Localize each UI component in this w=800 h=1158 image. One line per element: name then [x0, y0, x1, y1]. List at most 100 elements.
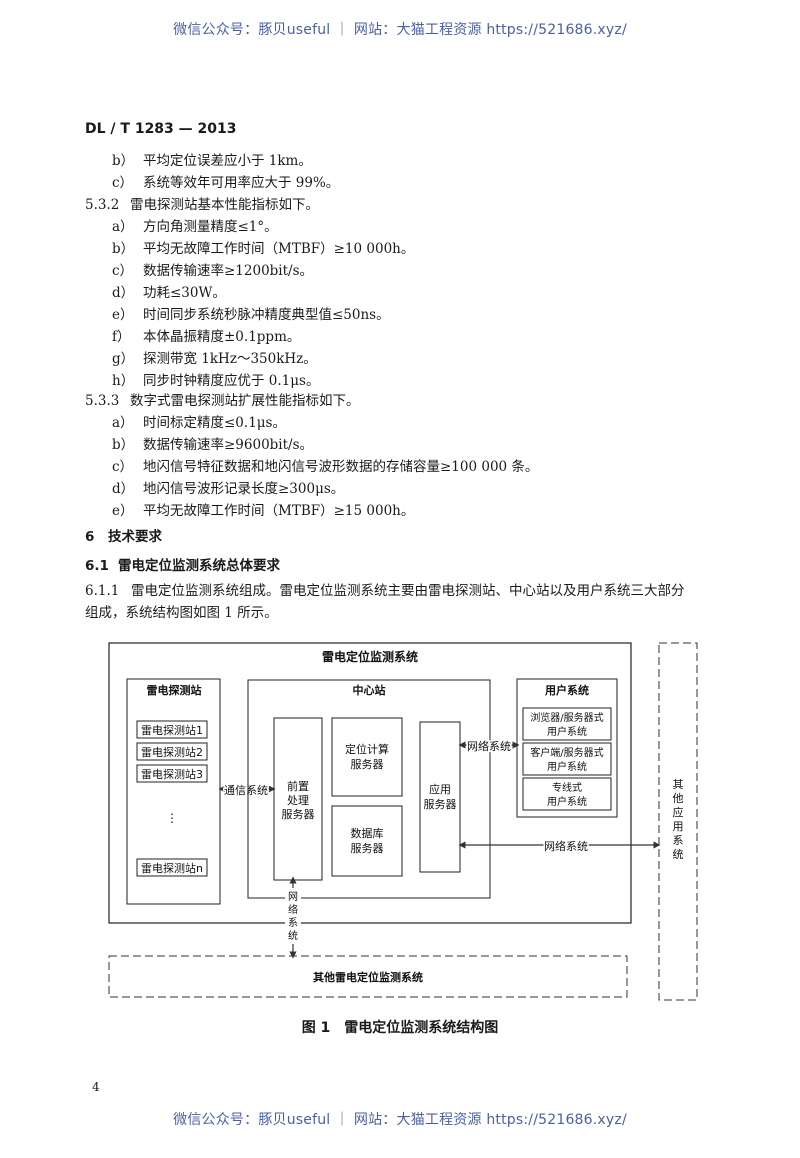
- clause-text: 雷电定位监测系统组成。雷电定位监测系统主要由雷电探测站、中心站以及用户系统三大部…: [131, 583, 685, 599]
- figure-caption: 图 1 雷电定位监测系统结构图: [301, 1020, 499, 1036]
- other-apps-1: 其: [673, 778, 684, 791]
- preproc-server-box: [273, 717, 323, 881]
- user-box-cs: [522, 742, 612, 776]
- list-item: 系统等效年可用率应大于 99%。: [143, 175, 340, 191]
- app-line-1: 应用: [429, 782, 451, 796]
- center-station-title: 中心站: [353, 683, 386, 697]
- list-marker: b）: [112, 241, 135, 257]
- station-ellipsis: ⋮: [166, 811, 178, 825]
- user-system-box: [516, 678, 618, 818]
- station-label-1: 雷电探测站1: [141, 723, 203, 737]
- station-box-1: [136, 720, 208, 739]
- section-title: 雷电定位监测系统总体要求: [118, 558, 280, 574]
- watermark-bottom: 微信公众号：豚贝useful ｜ 网站：大猫工程资源 https://52168…: [173, 1112, 627, 1128]
- locate-line-1: 定位计算: [345, 742, 389, 756]
- other-lightning-box: [108, 955, 628, 998]
- detect-group-title: 雷电探测站: [147, 683, 202, 697]
- user-box-line: [522, 777, 612, 811]
- preproc-line-2: 处理: [287, 794, 309, 807]
- list-item: 时间标定精度≤0.1μs。: [143, 415, 286, 431]
- list-marker: c）: [112, 459, 134, 475]
- list-item: 时间同步系统秒脉冲精度典型值≤50ns。: [143, 307, 390, 323]
- preproc-line-3: 服务器: [282, 808, 315, 821]
- watermark-top: 微信公众号：豚贝useful ｜ 网站：大猫工程资源 https://52168…: [173, 22, 627, 38]
- list-marker: h）: [112, 373, 135, 389]
- clause-number: 6.1.1: [85, 583, 120, 599]
- locate-server-box: [331, 717, 403, 797]
- other-apps-4: 用: [673, 820, 684, 833]
- list-marker: d）: [112, 481, 135, 497]
- user-line-line-2: 用户系统: [547, 795, 587, 808]
- list-marker: e）: [112, 307, 134, 323]
- preproc-line-1: 前置: [287, 779, 309, 793]
- network-vertical-2: 络: [288, 903, 298, 916]
- list-item: 功耗≤30W。: [143, 285, 226, 301]
- clause-number: 5.3.2: [85, 197, 120, 213]
- list-item: 地闪信号波形记录长度≥300μs。: [143, 481, 345, 497]
- station-label-3: 雷电探测站3: [141, 767, 203, 781]
- list-marker: f）: [112, 329, 131, 345]
- user-system-title: 用户系统: [545, 683, 589, 697]
- standard-number: DL / T 1283 — 2013: [85, 121, 237, 137]
- list-marker: g）: [112, 351, 135, 367]
- outer-system-box: [108, 642, 632, 924]
- clause-text: 雷电探测站基本性能指标如下。: [130, 197, 319, 213]
- user-bs-line-1: 浏览器/服务器式: [530, 711, 603, 724]
- clause-text-cont: 组成，系统结构图如图 1 所示。: [85, 605, 278, 621]
- station-label-n: 雷电探测站n: [141, 861, 203, 875]
- list-item: 平均无故障工作时间（MTBF）≥10 000h。: [143, 241, 415, 257]
- list-item: 平均定位误差应小于 1km。: [143, 153, 312, 169]
- list-marker: d）: [112, 285, 135, 301]
- station-box-2: [136, 742, 208, 761]
- station-box-3: [136, 764, 208, 783]
- database-line-2: 服务器: [351, 842, 384, 855]
- user-line-line-1: 专线式: [552, 781, 582, 794]
- user-cs-line-2: 用户系统: [547, 760, 587, 773]
- section-number: 6.1: [85, 558, 109, 574]
- list-item: 地闪信号特征数据和地闪信号波形数据的存储容量≥100 000 条。: [143, 459, 539, 475]
- network-label-other: 网络系统: [544, 839, 588, 853]
- list-item: 同步时钟精度应优于 0.1μs。: [143, 373, 320, 389]
- user-bs-line-2: 用户系统: [547, 725, 587, 738]
- other-apps-box: [658, 642, 698, 1001]
- list-item: 数据传输速率≥1200bit/s。: [143, 263, 314, 279]
- network-vertical-3: 系: [288, 917, 298, 929]
- center-station-box: [247, 679, 491, 899]
- list-item: 探测带宽 1kHz～350kHz。: [143, 351, 317, 367]
- list-marker: e）: [112, 503, 134, 519]
- database-line-1: 数据库: [351, 826, 384, 840]
- list-item: 平均无故障工作时间（MTBF）≥15 000h。: [143, 503, 415, 519]
- user-box-bs: [522, 707, 612, 741]
- other-apps-5: 系: [673, 834, 684, 847]
- app-line-2: 服务器: [424, 798, 457, 811]
- outer-system-title: 雷电定位监测系统: [322, 649, 418, 664]
- section-number: 6: [85, 529, 95, 545]
- list-marker: c）: [112, 175, 134, 191]
- list-item: 本体晶振精度±0.1ppm。: [143, 329, 301, 345]
- list-marker: a）: [112, 415, 134, 431]
- page-number: 4: [92, 1080, 100, 1094]
- app-server-box: [419, 721, 461, 873]
- list-item: 方向角测量精度≤1°。: [143, 219, 278, 235]
- other-lightning-label: 其他雷电定位监测系统: [313, 970, 423, 984]
- list-marker: b）: [112, 153, 135, 169]
- comm-label: 通信系统: [224, 784, 268, 797]
- station-box-n: [136, 858, 208, 877]
- user-cs-line-1: 客户端/服务器式: [530, 746, 603, 759]
- clause-number: 5.3.3: [85, 393, 120, 409]
- other-apps-6: 统: [673, 848, 684, 861]
- locate-line-2: 服务器: [351, 758, 384, 771]
- list-item: 数据传输速率≥9600bit/s。: [143, 437, 314, 453]
- network-vertical-4: 统: [288, 929, 298, 942]
- other-apps-2: 他: [673, 792, 684, 805]
- list-marker: b）: [112, 437, 135, 453]
- list-marker: c）: [112, 263, 134, 279]
- list-marker: a）: [112, 219, 134, 235]
- database-server-box: [331, 805, 403, 877]
- other-apps-3: 应: [673, 805, 684, 819]
- network-vertical-1: 网: [288, 891, 298, 903]
- clause-text: 数字式雷电探测站扩展性能指标如下。: [130, 393, 360, 409]
- section-title: 技术要求: [108, 529, 162, 545]
- network-label-user: 网络系统: [467, 739, 511, 753]
